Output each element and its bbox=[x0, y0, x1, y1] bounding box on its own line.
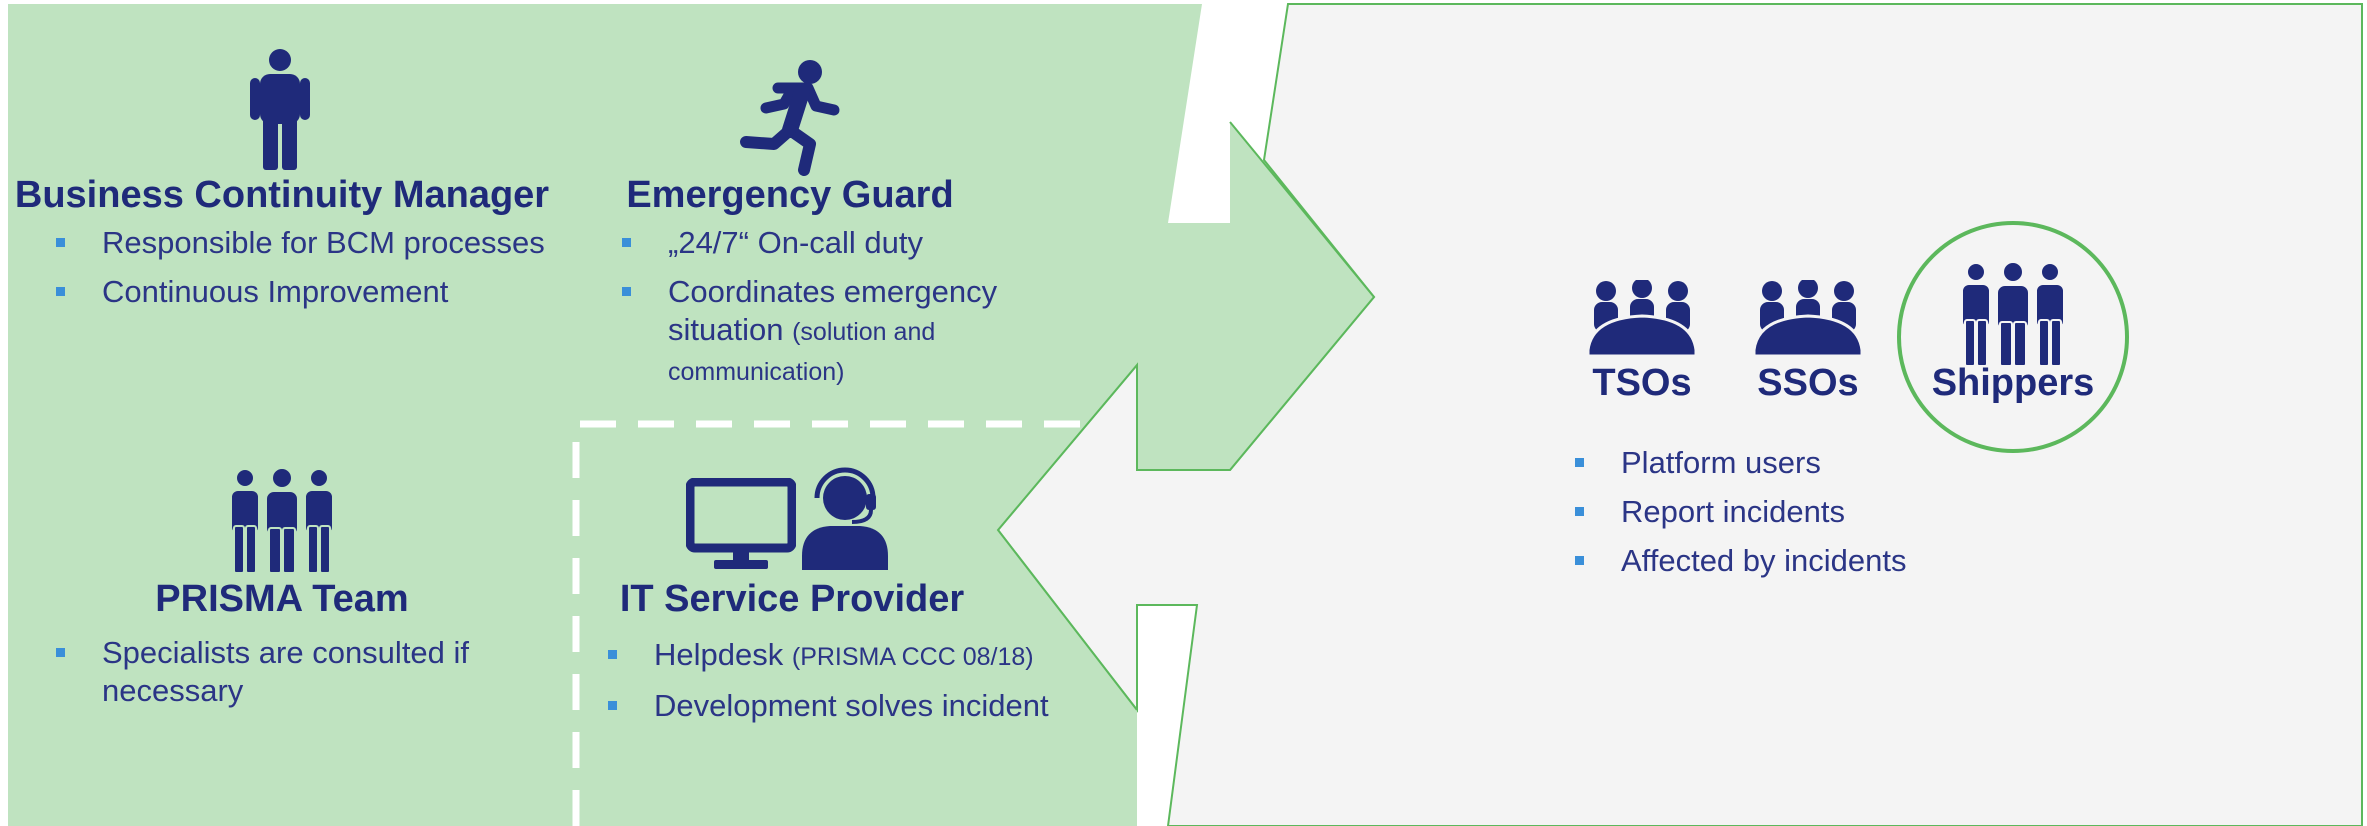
arrow-outline bbox=[996, 121, 1376, 711]
list-item: Report incidents bbox=[1565, 493, 2085, 531]
headset-agent-icon bbox=[802, 467, 888, 570]
list-item: Coordinates emergency situation (solutio… bbox=[612, 273, 1032, 391]
list-item: Continuous Improvement bbox=[46, 273, 566, 311]
shippers-highlight-circle bbox=[1897, 221, 2129, 453]
prisma-team-title: PRISMA Team bbox=[155, 578, 409, 620]
it-provider-dashed-frame bbox=[572, 420, 1080, 826]
team-icon bbox=[230, 468, 334, 573]
monitor-icon bbox=[686, 478, 796, 569]
list-item: Platform users bbox=[1565, 444, 2085, 482]
emergency-bullets: „24/7“ On-call duty Coordinates emergenc… bbox=[612, 224, 1032, 402]
meeting-group-icon bbox=[1754, 280, 1862, 356]
users-bullets: Platform users Report incidents Affected… bbox=[1565, 444, 2085, 591]
list-item: Responsible for BCM processes bbox=[46, 224, 566, 262]
person-icon bbox=[250, 49, 310, 170]
running-person-icon bbox=[740, 60, 840, 176]
shippers-label: Shippers bbox=[1931, 362, 2095, 404]
bcm-title: Business Continuity Manager bbox=[14, 174, 550, 216]
list-item: Affected by incidents bbox=[1565, 542, 2085, 580]
list-item: Helpdesk (PRISMA CCC 08/18) bbox=[598, 636, 1118, 676]
it-provider-bullets: Helpdesk (PRISMA CCC 08/18) Development … bbox=[598, 636, 1118, 736]
ssos-label: SSOs bbox=[1757, 362, 1859, 404]
list-item: „24/7“ On-call duty bbox=[612, 224, 1032, 262]
emergency-guard-title: Emergency Guard bbox=[626, 174, 954, 216]
prisma-bullets: Specialists are consulted if necessary bbox=[46, 634, 506, 721]
meeting-group-icon bbox=[1588, 280, 1696, 356]
it-service-provider-title: IT Service Provider bbox=[619, 578, 965, 620]
bcm-bullets: Responsible for BCM processes Continuous… bbox=[46, 224, 566, 322]
provider-panel bbox=[8, 4, 1374, 826]
list-item: Development solves incident bbox=[598, 687, 1118, 725]
team-icon bbox=[1961, 262, 2065, 366]
tsos-label: TSOs bbox=[1592, 362, 1692, 404]
list-item: Specialists are consulted if necessary bbox=[46, 634, 506, 710]
